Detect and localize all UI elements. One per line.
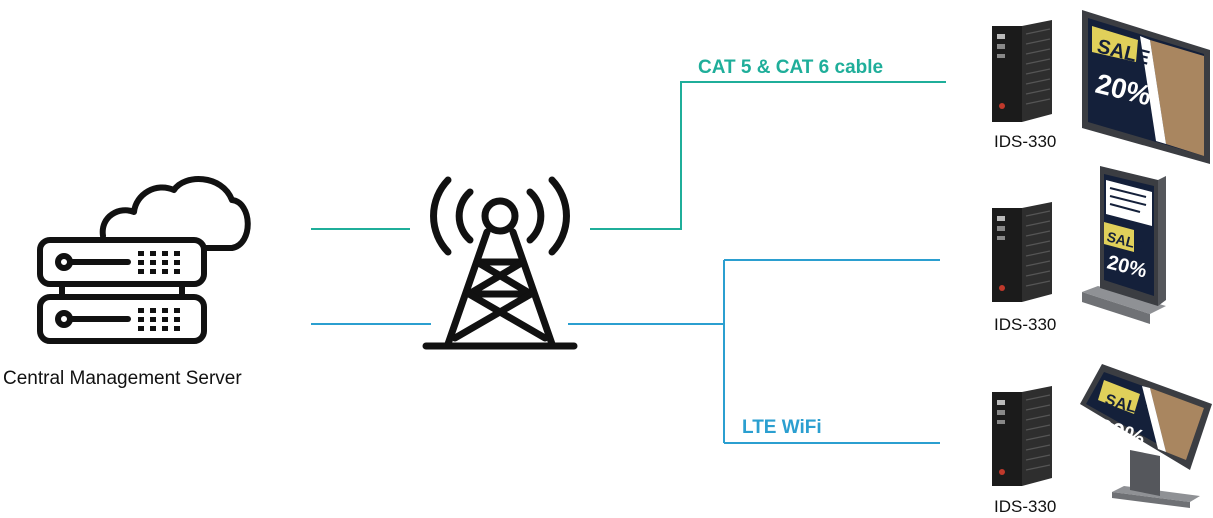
- kiosk-display-icon: SALE 20%: [1082, 166, 1166, 324]
- device-3: SALE 20% IDS-330: [992, 364, 1212, 516]
- cell-tower-icon: [422, 176, 578, 350]
- wall-display-icon: SALE 20%: [1082, 10, 1210, 164]
- ids-330-box-icon: [992, 202, 1052, 302]
- device-2-label: IDS-330: [994, 315, 1056, 334]
- device-2: SALE 20% IDS-330: [992, 166, 1166, 334]
- connections: [311, 81, 946, 444]
- device-3-label: IDS-330: [994, 497, 1056, 516]
- tower-device1-wired-line: [590, 81, 946, 230]
- ids-330-box-icon: [992, 20, 1052, 122]
- ids-330-box-icon: [992, 386, 1052, 486]
- wireless-link-label: LTE WiFi: [742, 417, 822, 438]
- stand-display-icon: SALE 20%: [1080, 364, 1212, 508]
- device-1: SALE 20% IDS-330: [992, 10, 1210, 164]
- server-vent-dots: [138, 251, 180, 331]
- server-label: Central Management Server: [3, 368, 242, 389]
- device-1-label: IDS-330: [994, 132, 1056, 151]
- wired-link-label: CAT 5 & CAT 6 cable: [698, 57, 883, 78]
